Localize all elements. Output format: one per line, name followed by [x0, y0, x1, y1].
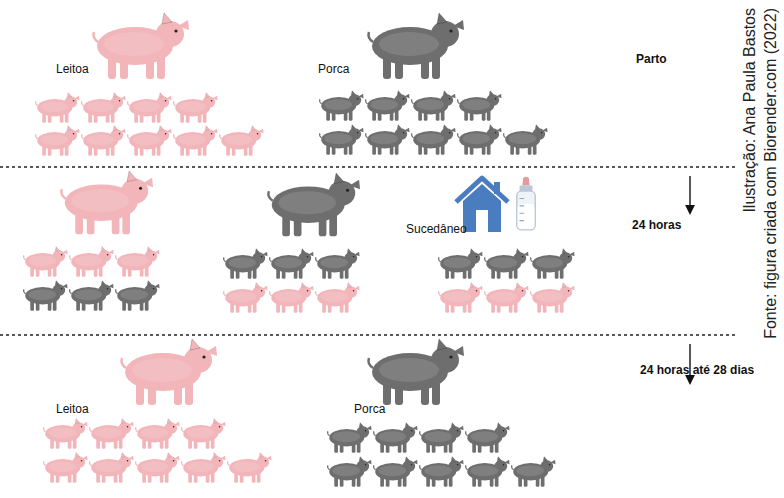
pig-label: Leitoa	[56, 402, 89, 416]
stage-label: 24 horas até 28 dias	[640, 363, 754, 377]
credit-text: Fonte: figura criada com Biorender.com (…	[760, 8, 781, 498]
stage-label: 24 horas	[632, 218, 681, 232]
pig-label: Leitoa	[56, 62, 89, 76]
stage-label: Parto	[636, 52, 667, 66]
credit-block: Ilustração: Ana Paula BastosFonte: figur…	[739, 0, 781, 498]
credit-text: Ilustração: Ana Paula Bastos	[739, 8, 760, 498]
pig-label: Porca	[354, 402, 385, 416]
pig-label: Porca	[318, 62, 349, 76]
substitute-label: Sucedâneo	[406, 222, 467, 236]
